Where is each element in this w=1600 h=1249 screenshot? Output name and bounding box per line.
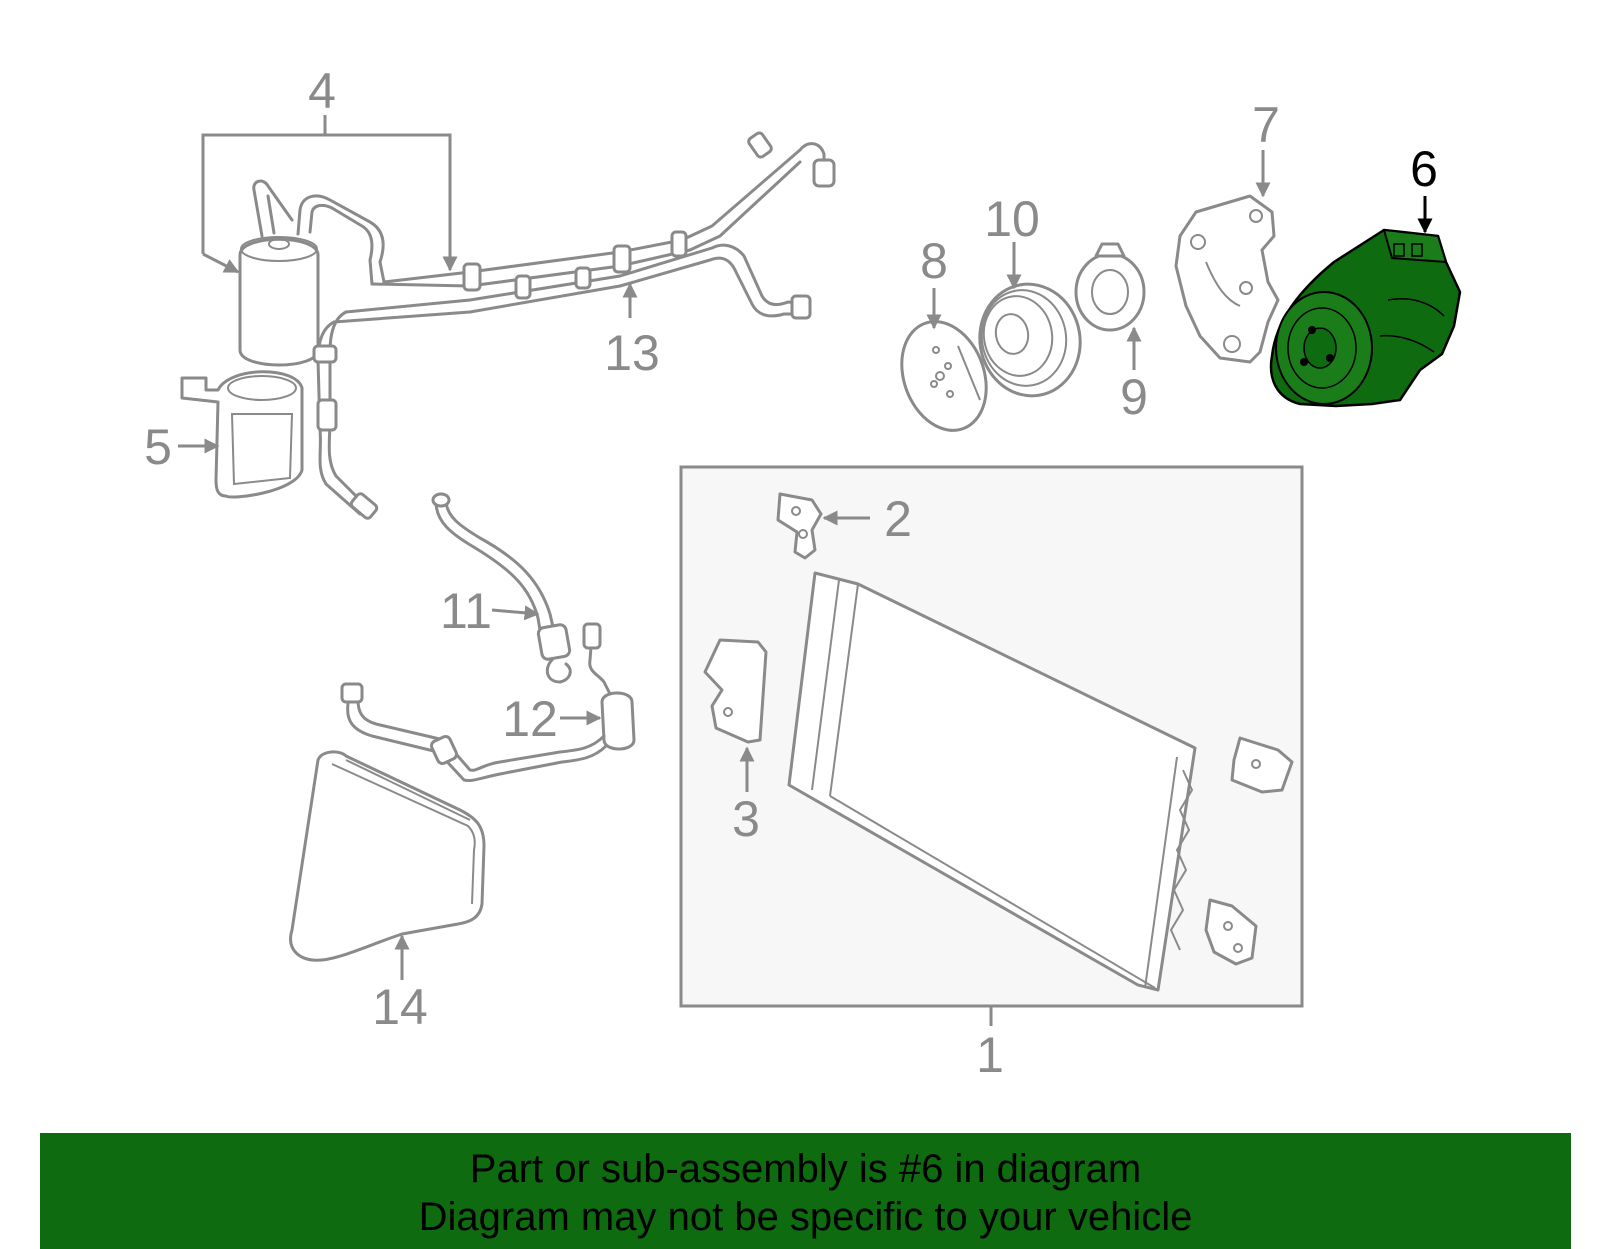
clutch-pulley[interactable]	[971, 276, 1089, 404]
label-2[interactable]: 2	[884, 491, 912, 547]
compressor-mount-bracket[interactable]	[1174, 194, 1280, 364]
clutch-hub-plate[interactable]	[887, 310, 1000, 443]
label-14[interactable]: 14	[372, 979, 428, 1035]
label-6[interactable]: 6	[1410, 141, 1438, 197]
leader-lines	[178, 115, 1433, 980]
callout-labels: 4 5 13 8 10 9 7 6 2 3 11 12 14 1	[144, 63, 1438, 1083]
label-1[interactable]: 1	[976, 1027, 1004, 1083]
label-4[interactable]: 4	[308, 63, 336, 119]
label-10[interactable]: 10	[984, 191, 1040, 247]
clutch-field-coil[interactable]	[1074, 242, 1146, 332]
condenser-bracket-2[interactable]	[776, 492, 823, 560]
condenser-bracket-3[interactable]	[703, 638, 768, 744]
condenser-bracket-lower-right[interactable]	[1204, 898, 1258, 966]
label-11[interactable]: 11	[440, 583, 492, 639]
accumulator-seal[interactable]	[180, 370, 304, 499]
info-banner: Part or sub-assembly is #6 in diagram Di…	[40, 1133, 1571, 1249]
ac-compressor[interactable]	[1269, 228, 1462, 408]
label-13[interactable]: 13	[604, 325, 660, 381]
label-12[interactable]: 12	[502, 691, 558, 747]
label-5[interactable]: 5	[144, 419, 172, 475]
condenser-bracket-upper-right[interactable]	[1230, 736, 1294, 794]
label-8[interactable]: 8	[920, 233, 948, 289]
label-3[interactable]: 3	[732, 791, 760, 847]
label-7[interactable]: 7	[1252, 97, 1280, 153]
ac-line-assembly[interactable]	[312, 131, 836, 520]
orifice-tube-line[interactable]	[340, 622, 636, 782]
banner-line-disclaimer: Diagram may not be specific to your vehi…	[418, 1195, 1193, 1239]
accumulator[interactable]	[238, 179, 386, 367]
evaporator-seal[interactable]	[289, 750, 486, 962]
liquid-line-hose[interactable]	[431, 492, 572, 684]
label-9[interactable]: 9	[1120, 369, 1148, 425]
banner-line-part: Part or sub-assembly is #6 in diagram	[469, 1147, 1142, 1191]
condenser-core[interactable]	[787, 571, 1197, 992]
